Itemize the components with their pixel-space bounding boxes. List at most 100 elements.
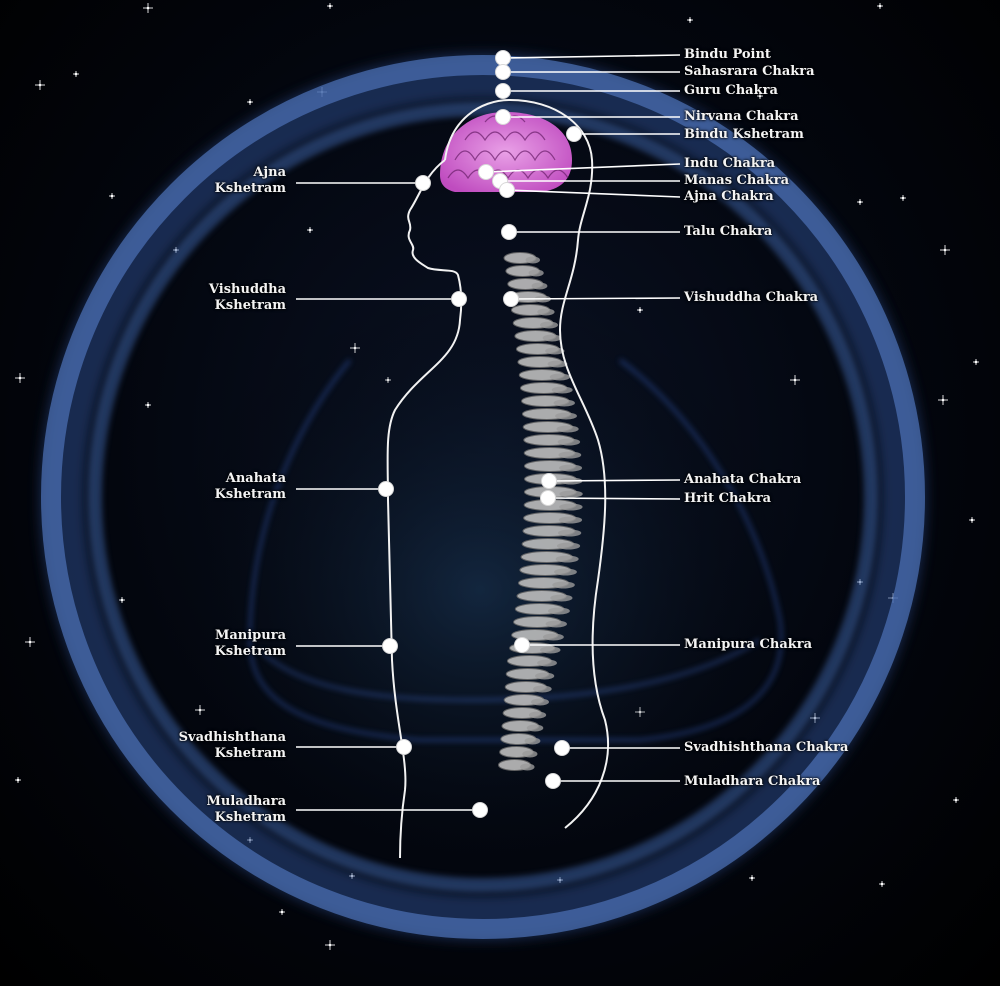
label-muladhara-kshetram: Muladhara Kshetram [207,794,286,826]
star [325,940,335,950]
star [145,402,151,408]
vertebra-process [557,438,581,446]
vertebra-process [542,633,564,641]
label-manipura-kshetram-line2: Kshetram [214,644,286,659]
vertebra-process [553,399,575,407]
label-manipura-chakra: Manipura Chakra [684,637,813,652]
vertebra-process [535,672,555,680]
vertebra-process [547,360,568,368]
vertebra-process [556,425,579,433]
point-sahasrara-chakra [495,64,511,80]
star [327,3,333,9]
star [247,99,253,105]
leader-anahata-chakra [548,479,681,482]
star [973,359,979,365]
label-manipura-kshetram: Manipura Kshetram [215,628,286,660]
label-guru-chakra: Guru Chakra [684,83,778,98]
label-svadhishthana-kshetram: Svadhishthana Kshetram [179,730,286,762]
label-muladhara-kshetram-line1: Muladhara [206,794,286,809]
vertebra-process [531,282,548,290]
point-vishuddha-kshetram [451,291,467,307]
label-talu-chakra: Talu Chakra [684,224,773,239]
point-bindu-point [495,50,511,66]
star [279,909,285,915]
star [15,777,21,783]
vertebra-process [528,269,544,277]
point-vishuddha-chakra [503,291,519,307]
vertebra-process [549,373,571,381]
label-vishuddha-kshetram-line2: Kshetram [214,298,286,313]
vertebra-process [525,256,540,264]
point-indu-chakra [478,164,494,180]
star [857,199,863,205]
star [879,881,885,887]
vertebra-process [526,724,544,732]
vertebra-process [540,646,561,654]
label-ajna-chakra: Ajna Chakra [684,189,774,204]
vertebra-process [545,620,567,628]
vertebra-process [542,334,562,342]
label-ajna-kshetram-line1: Ajna [253,165,286,180]
vertebra-process [540,321,558,329]
label-indu-chakra: Indu Chakra [684,156,776,171]
star [73,71,79,77]
vertebra-process [555,555,579,563]
label-ajna-kshetram: Ajna Kshetram [215,165,286,197]
label-muladhara-kshetram-line2: Kshetram [214,810,286,825]
point-svadhishthana-chakra [554,740,570,756]
label-ajna-kshetram-line2: Kshetram [214,181,286,196]
point-manipura-chakra [514,637,530,653]
meditating-silhouette [150,260,810,860]
star [109,193,115,199]
star [25,637,35,647]
vertebra-process [520,763,535,771]
point-manipura-kshetram [382,638,398,654]
leader-lines [296,54,681,811]
point-talu-chakra [501,224,517,240]
label-anahata-kshetram: Anahata Kshetram [215,471,286,503]
label-bindu-kshetram: Bindu Kshetram [684,127,804,142]
star [900,195,906,201]
vertebra-process [550,594,573,602]
leader-indu-chakra [485,163,681,173]
label-hrit-chakra: Hrit Chakra [684,491,772,506]
point-nirvana-chakra [495,109,511,125]
star [940,245,950,255]
star [749,875,755,881]
leader-bindu-point [502,54,681,59]
label-bindu-point: Bindu Point [684,47,771,62]
star [119,597,125,603]
leader-ajna-chakra [506,189,681,198]
vertebra-process [552,581,575,589]
vertebra-process [531,698,549,706]
label-sahasrara-chakra: Sahasrara Chakra [684,64,815,79]
label-vishuddha-chakra: Vishuddha Chakra [684,290,819,305]
point-anahata-kshetram [378,481,394,497]
star [307,227,313,233]
chakra-points [378,50,582,818]
vertebra-process [559,490,583,498]
label-svadhishthana-kshetram-line1: Svadhishthana [178,730,286,745]
point-muladhara-chakra [545,773,561,789]
vertebra-process [545,347,565,355]
star [938,395,948,405]
vertebra-process [559,503,583,511]
label-svadhishthana-chakra: Svadhishthana Chakra [684,740,849,755]
leader-vishuddha-chakra [510,297,681,300]
vertebra-process [533,685,552,693]
star [790,375,800,385]
vertebra-process [558,451,582,459]
point-svadhishthana-kshetram [396,739,412,755]
vertebra-process [524,737,541,745]
point-hrit-chakra [540,490,556,506]
point-anahata-chakra [541,473,557,489]
vertebra-process [528,711,547,719]
spine-column [498,252,583,771]
brain-lotus [440,112,572,192]
star [35,80,45,90]
label-vishuddha-kshetram-line1: Vishuddha [208,282,286,297]
point-muladhara-kshetram [472,802,488,818]
star [143,3,153,13]
star [757,93,763,99]
